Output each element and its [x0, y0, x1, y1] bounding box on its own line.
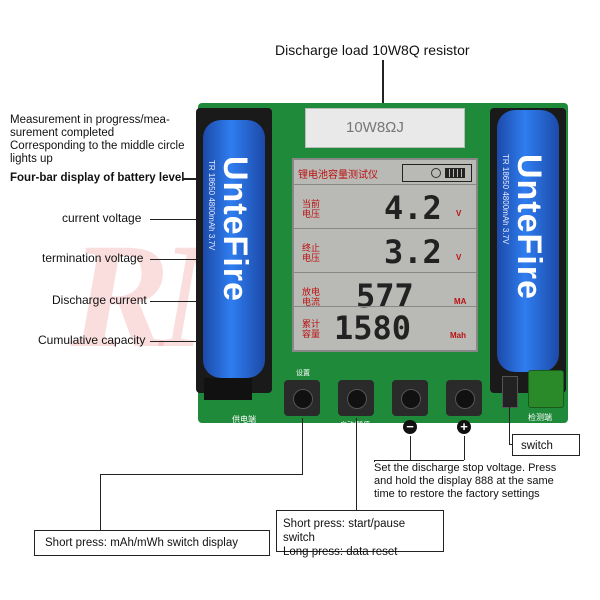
stop-voltage-pointer-line: [410, 460, 464, 461]
right-battery: UnteFire TR 18650 4800mAh 3.7V: [497, 110, 559, 372]
left-battery-brand: UnteFire: [216, 156, 254, 302]
left-battery: UnteFire TR 18650 4800mAh 3.7V: [203, 120, 265, 378]
plus-icon: +: [457, 420, 471, 434]
button-label-start: 启动/暂停: [340, 422, 370, 429]
start-pause-button[interactable]: [338, 380, 374, 416]
row-unit: V: [456, 209, 462, 218]
resistor-marking: 10W8ΩJ: [346, 119, 404, 136]
mah-pointer-line: [100, 474, 101, 530]
row-value: 1580: [334, 309, 412, 347]
switch-pointer-line: [509, 444, 513, 445]
mah-mwh-callout: Short press: mAh/mWh switch display: [34, 530, 270, 556]
measurement-status-icon: [431, 168, 441, 178]
minus-icon: −: [403, 420, 417, 434]
measurement-status-label: Measurement in progress/mea- surement co…: [10, 114, 185, 165]
stop-voltage-callout: Set the discharge stop voltage. Press an…: [370, 462, 596, 508]
row-label: 终止 电压: [302, 243, 321, 263]
row-unit: V: [456, 253, 462, 262]
lcd-display: 锂电池容量测试仪 当前 电压 4.2 V 终止 电压 3.2 V 放电 电流 5…: [292, 158, 478, 352]
row-value: 3.2: [384, 233, 442, 271]
pcb-label-left: 供电端: [232, 415, 256, 424]
left-battery-spec: TR 18650 4800mAh 3.7V: [207, 160, 216, 251]
lcd-header: 锂电池容量测试仪: [298, 170, 378, 181]
stop-voltage-pointer-line: [374, 460, 410, 461]
row-unit: MA: [454, 297, 467, 306]
row-label: 放电 电流: [302, 287, 321, 307]
button-cap: [401, 389, 421, 409]
mah-pointer-line: [302, 418, 303, 474]
power-input-connector: [204, 378, 252, 400]
switch-callout: switch: [512, 434, 580, 456]
lcd-row: 当前 电压 4.2 V: [294, 184, 476, 229]
button-cap: [455, 389, 475, 409]
start-pause-pointer-line: [356, 418, 357, 510]
right-battery-brand: UnteFire: [510, 154, 548, 300]
pcb-label-right: 检测端: [528, 413, 552, 422]
power-switch[interactable]: [502, 376, 518, 408]
row-label: 累计 容量: [302, 319, 321, 339]
current-voltage-label: current voltage: [62, 211, 142, 225]
button-label-setting: 设置: [296, 370, 310, 377]
start-pause-callout: Short press: start/pause switch Long pre…: [276, 510, 444, 558]
plus-button[interactable]: [446, 380, 482, 416]
resistor-title-label: Discharge load 10W8Q resistor: [275, 42, 470, 58]
resistor-pointer-line: [382, 60, 384, 122]
button-cap: [293, 389, 313, 409]
screw-terminal: [528, 370, 564, 408]
termination-voltage-label: termination voltage: [42, 251, 144, 265]
row-value: 577: [356, 277, 414, 315]
battery-level-label: Four-bar display of battery level: [10, 172, 185, 184]
row-value: 4.2: [384, 189, 442, 227]
mah-pointer-line: [100, 474, 303, 475]
right-battery-spec: TR 18650 4800mAh 3.7V: [501, 154, 510, 245]
lcd-row: 终止 电压 3.2 V: [294, 228, 476, 273]
mah-mwh-button[interactable]: [284, 380, 320, 416]
discharge-resistor: 10W8ΩJ: [305, 108, 465, 148]
plus-pointer-line: [464, 436, 465, 460]
battery-level-indicator: [402, 164, 472, 182]
row-unit: Mah: [450, 331, 466, 340]
minus-pointer-line: [410, 436, 411, 460]
row-label: 当前 电压: [302, 199, 321, 219]
discharge-current-label: Discharge current: [52, 293, 147, 307]
lcd-row: 累计 容量 1580 Mah: [294, 306, 476, 349]
cumulative-capacity-label: Cumulative capacity: [38, 333, 146, 347]
switch-pointer-line: [509, 406, 510, 444]
battery-bars-icon: [445, 168, 465, 178]
button-cap: [347, 389, 367, 409]
minus-button[interactable]: [392, 380, 428, 416]
lcd-row: 放电 电流 577 MA: [294, 272, 476, 317]
